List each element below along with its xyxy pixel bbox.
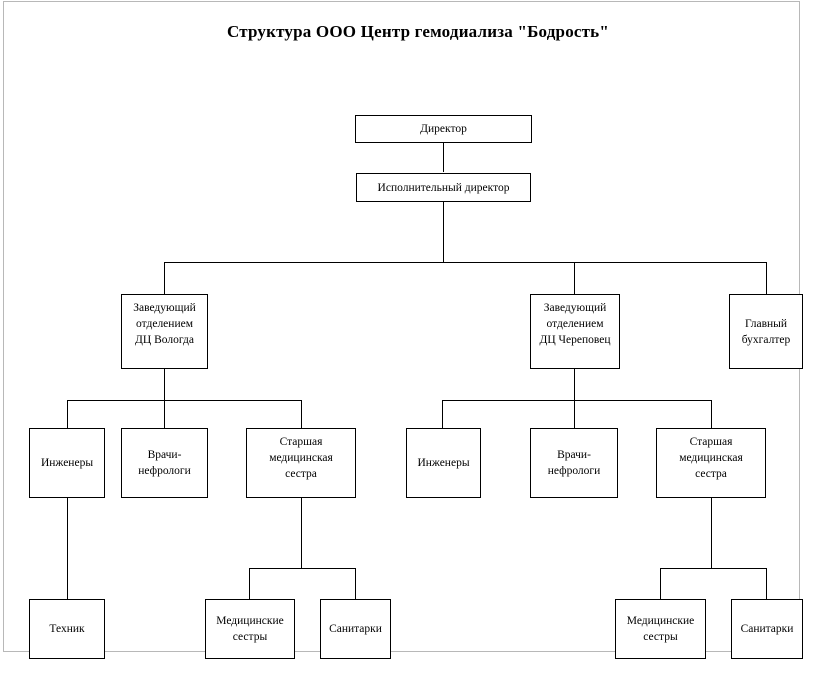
node-nurses-vologda-label-1: Медицинские — [216, 615, 284, 627]
node-chief-accountant-label-1: Главный — [744, 317, 788, 330]
connector-engineers-technician — [67, 498, 68, 599]
node-head-nurse-vologda[interactable]: Старшая медицинская сестра — [246, 428, 356, 498]
node-nephrologists-cherepovets[interactable]: Врачи- нефрологи — [530, 428, 618, 498]
node-engineers-vologda[interactable]: Инженеры — [29, 428, 105, 498]
node-head-vologda-label-1: Заведующий — [133, 302, 196, 314]
node-nephrologists-vologda-label-2: нефрологи — [138, 465, 191, 477]
node-technician[interactable]: Техник — [29, 599, 105, 659]
connector-drop-head-nurse-vologda — [301, 400, 302, 428]
node-nurses-vologda[interactable]: Медицинские сестры — [205, 599, 295, 659]
connector-drop-chief-accountant — [766, 262, 767, 294]
connector-director-exec — [443, 142, 444, 172]
connector-drop-nurses-cherepovets — [660, 568, 661, 599]
node-orderlies-vologda[interactable]: Санитарки — [320, 599, 391, 659]
connector-bus-cherepovets — [442, 400, 712, 401]
node-director-label: Директор — [420, 123, 467, 135]
node-nurses-cherepovets-label-1: Медицинские — [626, 615, 695, 627]
node-nephrologists-vologda-label-1: Врачи- — [147, 449, 182, 461]
connector-drop-nurses-vologda — [249, 568, 250, 599]
connector-bus-vologda — [67, 400, 302, 401]
node-orderlies-cherepovets[interactable]: Санитарки — [731, 599, 803, 659]
node-head-vologda[interactable]: Заведующий отделением ДЦ Вологда — [121, 294, 208, 369]
connector-drop-orderlies-vologda — [355, 568, 356, 599]
connector-drop-nephrologists-cherepovets — [574, 400, 575, 428]
connector-head-nurse-cherepovets-down — [711, 498, 712, 568]
node-orderlies-cherepovets-label: Санитарки — [740, 623, 794, 635]
node-engineers-cherepovets[interactable]: Инженеры — [406, 428, 481, 498]
node-exec-director-label: Исполнительный директор — [377, 181, 510, 194]
connector-bus-nurse-cherepovets — [660, 568, 767, 569]
connector-drop-nephrologists-vologda — [164, 400, 165, 428]
node-head-nurse-vologda-label-3: сестра — [285, 468, 317, 480]
connector-head-cherepovets-down — [574, 368, 575, 400]
node-chief-accountant[interactable]: Главный бухгалтер — [729, 294, 803, 369]
node-technician-label: Техник — [49, 623, 85, 635]
node-head-vologda-label-2: отделением — [136, 318, 193, 330]
node-nurses-cherepovets-label-2: сестры — [643, 631, 678, 643]
node-director[interactable]: Директор — [355, 115, 532, 143]
connector-drop-head-cherepovets — [574, 262, 575, 294]
node-chief-accountant-label-2: бухгалтер — [741, 333, 791, 346]
node-head-cherepovets-label-2: отделением — [546, 318, 604, 330]
node-orderlies-vologda-label: Санитарки — [329, 623, 382, 635]
node-head-nurse-cherepovets-label-1: Старшая — [689, 436, 733, 448]
connector-bus-level2 — [164, 262, 767, 263]
node-engineers-cherepovets-label: Инженеры — [417, 457, 470, 469]
node-head-nurse-vologda-label-2: медицинская — [269, 452, 333, 464]
connector-drop-head-vologda — [164, 262, 165, 294]
node-head-nurse-vologda-label-1: Старшая — [279, 436, 323, 448]
connector-head-nurse-vologda-down — [301, 498, 302, 568]
node-head-cherepovets-label-3: ДЦ Череповец — [539, 334, 611, 346]
node-head-nurse-cherepovets[interactable]: Старшая медицинская сестра — [656, 428, 766, 498]
node-engineers-vologda-label: Инженеры — [40, 457, 94, 469]
connector-bus-nurse-vologda — [249, 568, 356, 569]
connector-exec-down — [443, 201, 444, 262]
node-nephrologists-vologda[interactable]: Врачи- нефрологи — [121, 428, 208, 498]
node-nurses-cherepovets[interactable]: Медицинские сестры — [615, 599, 706, 659]
node-head-cherepovets[interactable]: Заведующий отделением ДЦ Череповец — [530, 294, 620, 369]
node-nephrologists-cherepovets-label-2: нефрологи — [547, 465, 601, 477]
connector-drop-orderlies-cherepovets — [766, 568, 767, 599]
connector-drop-engineers-cherepovets — [442, 400, 443, 428]
node-nurses-vologda-label-2: сестры — [232, 631, 268, 643]
node-head-vologda-label-3: ДЦ Вологда — [135, 334, 194, 346]
node-head-cherepovets-label-1: Заведующий — [543, 302, 607, 314]
connector-drop-engineers-vologda — [67, 400, 68, 428]
node-nephrologists-cherepovets-label-1: Врачи- — [557, 449, 591, 461]
node-head-nurse-cherepovets-label-2: медицинская — [679, 452, 743, 464]
node-head-nurse-cherepovets-label-3: сестра — [695, 468, 727, 480]
connector-head-vologda-down — [164, 368, 165, 400]
page-title: Структура ООО Центр гемодиализа "Бодрост… — [226, 22, 610, 41]
connector-drop-head-nurse-cherepovets — [711, 400, 712, 428]
node-exec-director[interactable]: Исполнительный директор — [356, 173, 531, 202]
